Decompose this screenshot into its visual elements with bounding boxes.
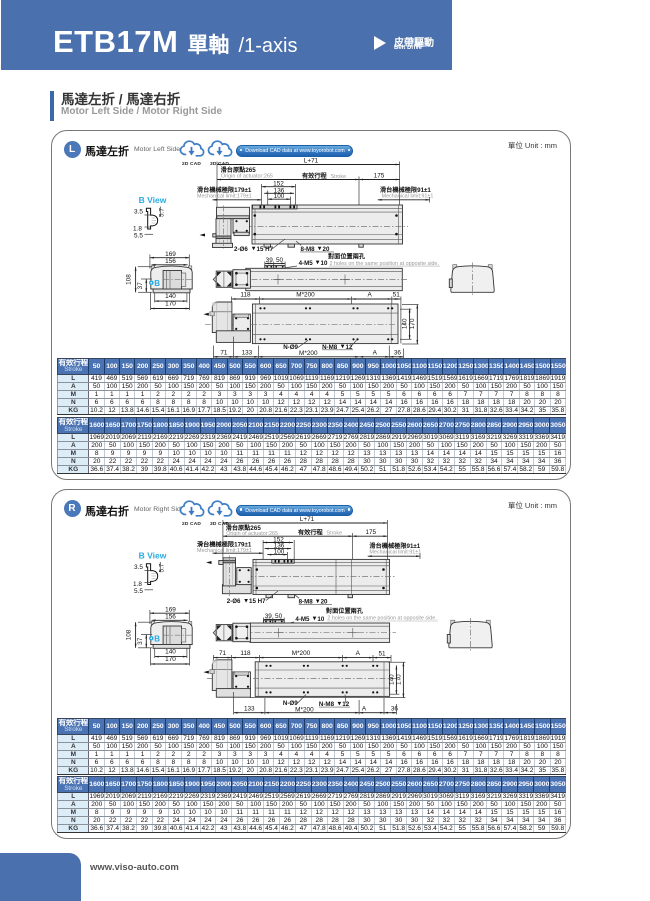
svg-text:2-Ø6: 2-Ø6 bbox=[227, 598, 241, 605]
svg-text:12: 12 bbox=[346, 343, 353, 350]
svg-text:51: 51 bbox=[378, 650, 386, 657]
svg-text:133: 133 bbox=[242, 349, 253, 356]
svg-text:5.7: 5.7 bbox=[159, 207, 166, 216]
svg-text:118: 118 bbox=[240, 291, 251, 298]
svg-text:B View: B View bbox=[139, 550, 167, 560]
svg-text:Mechanical limit:179±1: Mechanical limit:179±1 bbox=[197, 548, 252, 554]
svg-text:M*200: M*200 bbox=[292, 650, 311, 657]
svg-text:2 holes on the same position a: 2 holes on the same position at opposite… bbox=[330, 260, 439, 266]
svg-text:Mechanical limit:91±1: Mechanical limit:91±1 bbox=[369, 549, 421, 555]
svg-text:A: A bbox=[373, 349, 378, 356]
svg-text:滑台機械極限91±1: 滑台機械極限91±1 bbox=[369, 542, 420, 550]
svg-text:2 holes on the same position a: 2 holes on the same position at opposite… bbox=[327, 616, 436, 622]
svg-text:140: 140 bbox=[402, 318, 409, 329]
svg-text:3.5: 3.5 bbox=[134, 564, 143, 571]
svg-text:12: 12 bbox=[342, 701, 349, 708]
svg-text:N-Ø9: N-Ø9 bbox=[283, 700, 298, 707]
svg-text:10: 10 bbox=[321, 259, 328, 266]
svg-text:50: 50 bbox=[275, 613, 283, 620]
svg-text:4-M5: 4-M5 bbox=[299, 259, 314, 266]
svg-text:50: 50 bbox=[276, 256, 284, 263]
svg-text:1.8: 1.8 bbox=[133, 581, 142, 588]
svg-text:8-M8: 8-M8 bbox=[301, 245, 316, 252]
svg-text:175: 175 bbox=[374, 172, 385, 179]
svg-text:8-M8: 8-M8 bbox=[299, 599, 314, 606]
svg-text:滑台機械極限179±1: 滑台機械極限179±1 bbox=[197, 540, 252, 548]
svg-text:L+71: L+71 bbox=[300, 516, 315, 523]
svg-text:M*200: M*200 bbox=[295, 706, 314, 713]
svg-text:170: 170 bbox=[165, 300, 176, 307]
svg-text:39: 39 bbox=[265, 613, 273, 620]
svg-text:Stroke: Stroke bbox=[327, 530, 343, 536]
svg-text:37: 37 bbox=[137, 637, 144, 645]
svg-text:100: 100 bbox=[274, 549, 285, 556]
svg-text:20: 20 bbox=[321, 599, 328, 606]
svg-text:170: 170 bbox=[165, 656, 176, 663]
svg-text:B: B bbox=[154, 634, 160, 643]
svg-text:有效行程: 有效行程 bbox=[298, 528, 324, 536]
svg-text:對面位置兩孔: 對面位置兩孔 bbox=[326, 607, 364, 615]
svg-text:N-M8: N-M8 bbox=[322, 343, 338, 350]
svg-text:175: 175 bbox=[365, 529, 376, 536]
svg-text:L+71: L+71 bbox=[304, 157, 319, 164]
svg-text:15 H7: 15 H7 bbox=[249, 598, 266, 605]
svg-text:156: 156 bbox=[165, 613, 176, 620]
svg-text:滑台機械極限91±1: 滑台機械極限91±1 bbox=[380, 185, 431, 193]
svg-text:M*200: M*200 bbox=[296, 291, 315, 298]
svg-text:36: 36 bbox=[391, 705, 399, 712]
svg-text:4-M5: 4-M5 bbox=[295, 616, 310, 623]
svg-text:170: 170 bbox=[395, 674, 402, 685]
svg-text:A: A bbox=[362, 705, 367, 712]
svg-text:B View: B View bbox=[139, 194, 167, 204]
svg-text:108: 108 bbox=[126, 629, 133, 640]
svg-text:71: 71 bbox=[220, 349, 228, 356]
svg-text:5.5: 5.5 bbox=[134, 588, 143, 595]
svg-text:滑台原點265: 滑台原點265 bbox=[226, 524, 262, 532]
svg-text:140: 140 bbox=[165, 648, 176, 655]
svg-text:140: 140 bbox=[388, 674, 395, 685]
svg-text:A: A bbox=[356, 650, 361, 657]
svg-text:133: 133 bbox=[244, 705, 255, 712]
svg-text:3.5: 3.5 bbox=[134, 208, 143, 215]
svg-text:Origin of actuator:265: Origin of actuator:265 bbox=[221, 173, 273, 179]
svg-text:39: 39 bbox=[266, 256, 274, 263]
svg-text:36: 36 bbox=[394, 349, 402, 356]
svg-text:152: 152 bbox=[273, 180, 284, 187]
svg-text:滑台原點265: 滑台原點265 bbox=[221, 165, 257, 173]
svg-text:20: 20 bbox=[323, 245, 330, 252]
svg-text:15 H7: 15 H7 bbox=[257, 245, 274, 252]
svg-text:Stroke: Stroke bbox=[331, 174, 347, 180]
svg-text:169: 169 bbox=[165, 250, 176, 257]
svg-text:B: B bbox=[154, 278, 160, 287]
svg-text:51: 51 bbox=[393, 291, 401, 298]
svg-text:對面位置兩孔: 對面位置兩孔 bbox=[328, 252, 366, 260]
svg-text:A: A bbox=[367, 291, 372, 298]
svg-text:5.5: 5.5 bbox=[134, 232, 143, 239]
svg-text:2-Ø6: 2-Ø6 bbox=[234, 245, 248, 252]
svg-text:136: 136 bbox=[274, 187, 285, 194]
svg-text:152: 152 bbox=[273, 537, 284, 544]
svg-text:140: 140 bbox=[165, 292, 176, 299]
svg-text:100: 100 bbox=[274, 193, 285, 200]
svg-text:N-Ø9: N-Ø9 bbox=[283, 343, 298, 350]
svg-text:71: 71 bbox=[219, 650, 227, 657]
svg-text:10: 10 bbox=[317, 616, 324, 623]
svg-text:118: 118 bbox=[240, 650, 251, 657]
svg-text:136: 136 bbox=[274, 543, 285, 550]
svg-text:108: 108 bbox=[126, 273, 133, 284]
svg-text:156: 156 bbox=[165, 257, 176, 264]
svg-text:37: 37 bbox=[137, 281, 144, 289]
svg-text:5.7: 5.7 bbox=[159, 563, 166, 572]
svg-text:169: 169 bbox=[165, 606, 176, 613]
svg-text:Mechanical limit:179±1: Mechanical limit:179±1 bbox=[197, 193, 252, 199]
svg-text:滑台機械極限179±1: 滑台機械極限179±1 bbox=[197, 185, 252, 193]
svg-text:Mechanical limit:91±1: Mechanical limit:91±1 bbox=[382, 193, 434, 199]
svg-text:有效行程: 有效行程 bbox=[302, 172, 328, 180]
svg-text:170: 170 bbox=[409, 318, 416, 329]
svg-text:M*200: M*200 bbox=[299, 350, 318, 357]
svg-text:1.8: 1.8 bbox=[133, 225, 142, 232]
svg-text:Origin of actuator:265: Origin of actuator:265 bbox=[226, 531, 278, 537]
svg-text:N-M8: N-M8 bbox=[319, 701, 335, 708]
